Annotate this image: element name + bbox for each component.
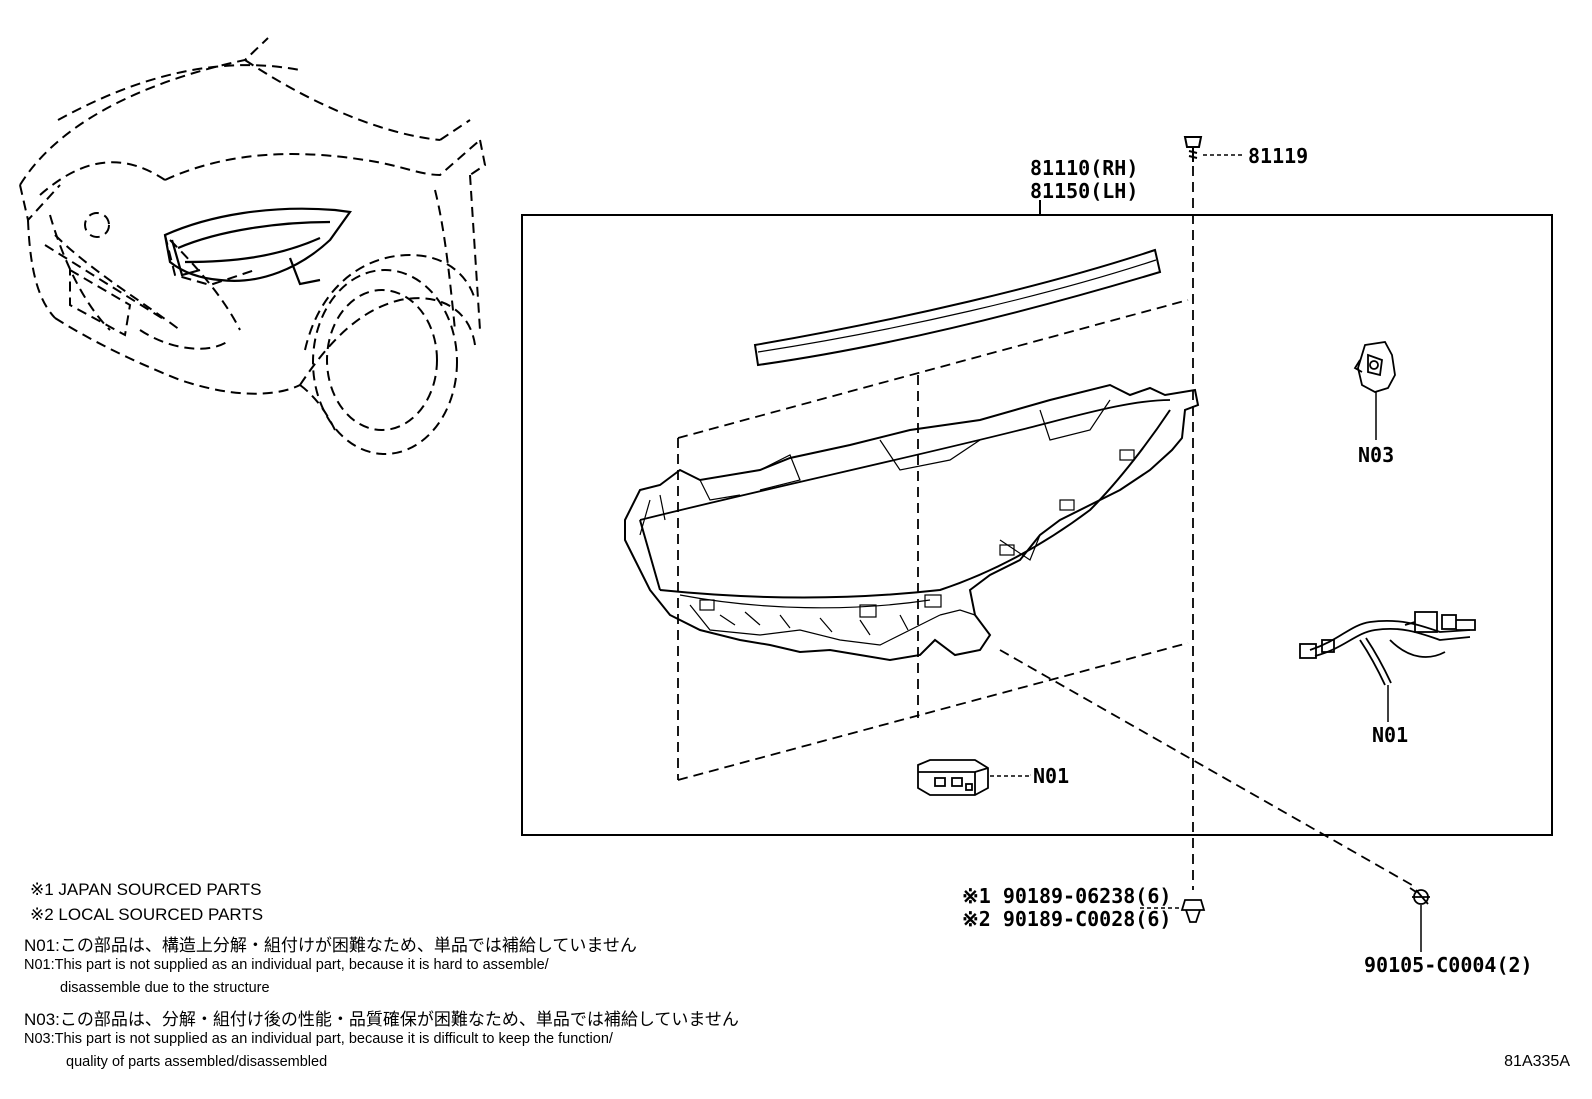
clip-90105 [1409,887,1430,905]
label-n01-harness: N01 [1372,723,1408,747]
note-n03-jp: N03:この部品は、分解・組付け後の性能・品質確保が困難なため、単品では補給して… [24,1010,739,1029]
note-local-sourced: ※2 LOCAL SOURCED PARTS [30,905,264,924]
note-n01-en-line2: disassemble due to the structure [60,980,270,996]
bolt-90189 [1180,899,1206,923]
headlamp-garnish [753,248,1162,367]
projection-lines [677,150,1413,890]
headlamp-assembly [624,248,1200,662]
vehicle-headlamp-highlight [163,207,352,286]
figure-code: 81A335A [1504,1053,1570,1070]
screw-81119 [1183,136,1203,162]
label-n03: N03 [1358,443,1394,467]
n01-harness [1299,611,1476,686]
label-bolt-local: ※2 90189-C0028(6) [962,907,1171,931]
label-clip-90105: 90105-C0004(2) [1364,953,1533,977]
note-n01-jp: N01:この部品は、構造上分解・組付けが困難なため、単品では補給していません [24,936,637,955]
label-n01-module: N01 [1033,764,1069,788]
label-81110-rh: 81110(RH) [1030,156,1138,180]
assembly-frame [521,214,1553,836]
note-n03-en-line2: quality of parts assembled/disassembled [66,1054,328,1070]
label-81119: 81119 [1248,144,1308,168]
note-n01-en-line1: N01:This part is not supplied as an indi… [24,957,549,973]
vehicle-overview [19,37,487,455]
label-81150-lh: 81150(LH) [1030,179,1138,203]
n03-socket [1353,341,1396,393]
note-n03-en-line1: N03:This part is not supplied as an indi… [24,1031,613,1047]
n01-control-module [917,759,989,796]
label-bolt-japan: ※1 90189-06238(6) [962,884,1171,908]
note-japan-sourced: ※1 JAPAN SOURCED PARTS [30,880,262,899]
headlamp-housing [624,383,1200,662]
